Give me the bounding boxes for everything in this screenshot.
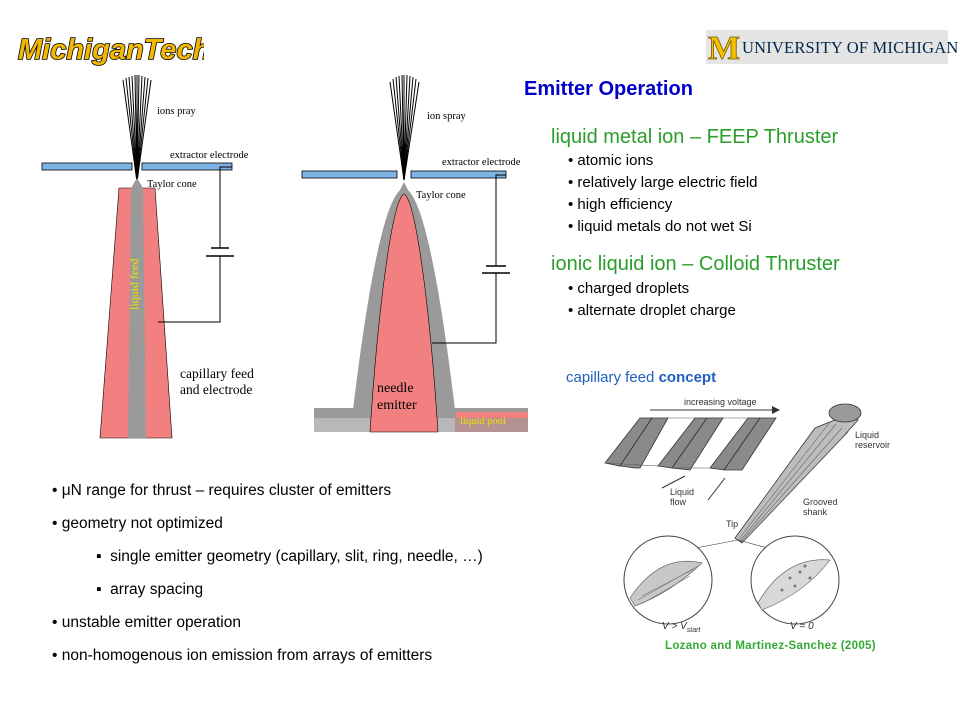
capillary-emitter-diagram	[41, 74, 234, 439]
list-item: unstable emitter operation	[52, 606, 483, 639]
slit-emitters	[604, 417, 777, 471]
needle-emitter	[369, 193, 439, 433]
label-ion-spray: ion spray	[427, 111, 466, 122]
circuit-wire	[495, 174, 506, 266]
slide-title: Emitter Operation	[524, 78, 693, 100]
list-item: charged droplets	[568, 278, 736, 300]
circuit-wire	[219, 166, 232, 248]
umich-wordmark: UNIVERSITY OF MICHIGAN	[742, 38, 959, 57]
section-heading-colloid: ionic liquid ion – Colloid Thruster	[551, 253, 840, 275]
label-liquid-pool: liquid pool	[460, 416, 506, 427]
list-item: non-homogenous ion emission from arrays …	[52, 639, 483, 672]
list-item: liquid metals do not wet Si	[568, 216, 758, 238]
circuit-wire	[432, 273, 497, 344]
needle-emitter-diagram	[301, 74, 528, 433]
liquid-reservoir	[828, 403, 862, 423]
figure-citation: Lozano and Martinez-Sanchez (2005)	[665, 640, 876, 652]
limitations-list: μN range for thrust – requires cluster o…	[52, 474, 483, 672]
block-m-icon: M	[708, 30, 741, 68]
list-item: single emitter geometry (capillary, slit…	[96, 540, 483, 573]
feep-bullet-list: atomic ions relatively large electric fi…	[568, 150, 758, 238]
label-ions-pray: ions pray	[157, 106, 196, 117]
label-capillary-feed: capillary feed and electrode	[180, 366, 254, 397]
list-item: geometry not optimized	[52, 507, 483, 540]
extractor-electrode-left	[301, 170, 398, 179]
label-extractor-electrode-left: extractor electrode	[170, 150, 249, 161]
university-of-michigan-logo: M UNIVERSITY OF MICHIGAN	[706, 30, 958, 68]
label-extractor-electrode-right: extractor electrode	[442, 157, 521, 168]
label-tip: Tip	[726, 519, 739, 529]
capillary-feed-concept-figure	[604, 403, 862, 625]
extractor-electrode-right	[410, 170, 507, 179]
michigan-tech-logo: MichiganTech	[14, 28, 211, 68]
ion-spray-lines	[122, 74, 152, 183]
michigan-tech-wordmark: MichiganTech	[18, 34, 204, 66]
ion-spray-lines	[389, 74, 420, 181]
extractor-electrode-right	[141, 162, 233, 171]
list-item: relatively large electric field	[568, 172, 757, 194]
svg-text:M: M	[708, 32, 740, 62]
label-needle-emitter: needle emitter	[377, 381, 417, 413]
list-item: alternate droplet charge	[568, 300, 735, 322]
taylor-cone	[131, 178, 143, 188]
taylor-cone	[399, 182, 409, 192]
list-item: array spacing	[96, 573, 483, 606]
section-heading-feep: liquid metal ion – FEEP Thruster	[551, 126, 839, 148]
label-increasing-voltage: increasing voltage	[684, 397, 757, 407]
list-item: μN range for thrust – requires cluster o…	[52, 474, 483, 507]
list-item: high efficiency	[568, 194, 758, 216]
circuit-wire	[158, 256, 221, 323]
label-taylor-cone-right: Taylor cone	[416, 190, 466, 201]
list-item: atomic ions	[568, 150, 758, 172]
extractor-electrode-left	[41, 162, 133, 171]
concept-caption: capillary feed concept	[566, 369, 717, 386]
label-v-zero: V = 0	[790, 621, 814, 632]
label-taylor-cone-left: Taylor cone	[147, 179, 197, 190]
liquid-feed-channel	[128, 188, 146, 438]
label-liquid-feed: liquid feed	[127, 258, 141, 310]
arrowhead-icon	[772, 406, 780, 414]
colloid-bullet-list: charged droplets alternate droplet charg…	[568, 278, 736, 322]
label-v-start: V > Vstart	[662, 621, 701, 634]
